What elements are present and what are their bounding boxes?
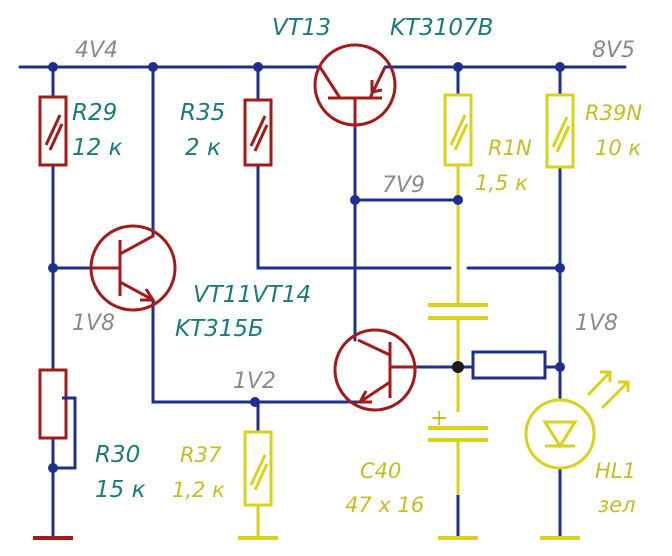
r29-value-label: 12 к bbox=[72, 135, 123, 161]
resistor-symbol-icon bbox=[471, 350, 547, 380]
r30-ref-label: R30 bbox=[95, 442, 140, 468]
r39n-ref-label: R39N bbox=[585, 101, 642, 125]
voltage-label-rail-left: 4V4 bbox=[75, 38, 118, 63]
highlighted-wires bbox=[256, 165, 460, 538]
led-symbol-icon bbox=[524, 370, 630, 470]
r39n-value-label: 10 к bbox=[595, 136, 641, 160]
c40-value-label: 47 х 16 bbox=[345, 493, 424, 517]
r1n-value-label: 1,5 к bbox=[475, 171, 528, 195]
npn-transistor-icon bbox=[333, 328, 418, 412]
junction-dot bbox=[148, 62, 158, 72]
r30-value-label: 15 к bbox=[95, 477, 146, 503]
vt11-vt14-type-label: KT315Б bbox=[175, 316, 264, 342]
r29-ref-label: R29 bbox=[72, 100, 117, 126]
junction-dot bbox=[453, 62, 463, 72]
wires bbox=[18, 65, 627, 540]
r35-bottom-wire bbox=[256, 163, 452, 270]
junction-dot bbox=[250, 397, 260, 407]
vt13-type-label: KT3107B bbox=[390, 15, 493, 41]
junction-dot bbox=[555, 263, 565, 273]
hl1-ref-label: HL1 bbox=[595, 459, 636, 483]
pnp-transistor-icon bbox=[313, 43, 397, 128]
junction-dot bbox=[253, 62, 263, 72]
hl1-value-label: зел bbox=[598, 493, 636, 517]
junction-dot bbox=[48, 263, 58, 273]
c40-polarity-label: + bbox=[430, 406, 448, 431]
r35-ref-label: R35 bbox=[180, 100, 225, 126]
r35-value-label: 2 к bbox=[185, 135, 221, 161]
voltage-label-emitter: 1V2 bbox=[233, 369, 276, 394]
potentiometer-symbol-icon bbox=[38, 368, 75, 440]
voltage-label-base-left: 1V8 bbox=[72, 311, 115, 336]
resistor-symbol-icon bbox=[545, 93, 575, 169]
junction-dot bbox=[555, 362, 565, 372]
r37-value-label: 1,2 к bbox=[172, 478, 225, 502]
junction-dot bbox=[48, 463, 58, 473]
resistor-symbol-icon bbox=[243, 430, 273, 507]
junction-dot bbox=[350, 195, 360, 205]
junction-dot bbox=[453, 195, 463, 205]
r37-ref-label: R37 bbox=[180, 443, 222, 467]
polarized-capacitor-icon bbox=[428, 303, 488, 442]
resistor-symbol-icon bbox=[443, 93, 473, 167]
voltage-label-led: 1V8 bbox=[575, 311, 618, 336]
vt11-vt14-ref-label: VT11VT14 bbox=[193, 282, 311, 308]
junctions bbox=[48, 62, 565, 473]
junction-dot bbox=[48, 62, 58, 72]
vt13-ref-label: VT13 bbox=[272, 15, 331, 41]
junction-dot bbox=[452, 361, 464, 373]
resistor-symbol-icon bbox=[243, 98, 273, 167]
voltage-label-collector: 7V9 bbox=[382, 173, 425, 198]
junction-dot bbox=[555, 62, 565, 72]
npn-transistor-icon bbox=[89, 224, 177, 312]
c40-ref-label: C40 bbox=[360, 459, 401, 483]
resistor-symbol-icon bbox=[38, 95, 68, 167]
r1n-ref-label: R1N bbox=[488, 136, 532, 160]
vt11-emitter-wire bbox=[151, 298, 362, 404]
voltage-label-rail-right: 8V5 bbox=[592, 38, 635, 63]
